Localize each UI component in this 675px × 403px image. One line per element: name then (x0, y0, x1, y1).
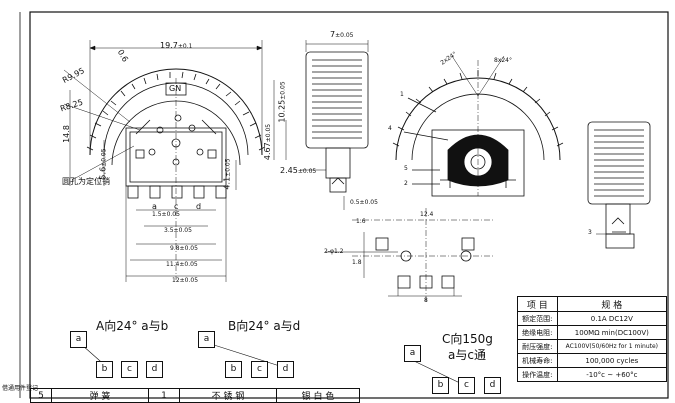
bom-qty: 1 (148, 388, 180, 403)
dim-2-45: 2.45±0.05 (280, 166, 317, 175)
pad-dim-8: 8 (424, 297, 428, 304)
spec-item: 额定范围: (517, 311, 558, 326)
dim-knob-width: 7±0.05 (330, 30, 354, 39)
mode-a-pin-c: c (121, 361, 138, 378)
mode-b-pin-a: a (198, 331, 215, 348)
mode-c-pin-d: d (484, 377, 501, 394)
spec-header-row: 项 目 规 格 (517, 296, 668, 312)
front-view (86, 40, 266, 282)
spec-header-spec: 规 格 (556, 296, 668, 312)
mode-c-pin-c: c (458, 377, 475, 394)
dim-3-5: 3.5±0.05 (164, 227, 192, 234)
mode-b-pin-b: b (225, 361, 242, 378)
dim-12: 12±0.05 (172, 277, 199, 284)
pin-label-c: c (174, 202, 179, 211)
bom-table: 5 弹 簧 1 不 锈 钢 银 白 色 (30, 388, 360, 403)
spec-item: 耐压强度: (517, 339, 558, 354)
mode-a-pin-b: b (96, 361, 113, 378)
pad (375, 237, 389, 251)
spec-value: 100,000 cycles (556, 353, 668, 368)
pcb-footprint (326, 208, 494, 304)
dim-angle-8x24: 8x24° (494, 57, 513, 64)
spec-value: 0.1A DC12V (556, 311, 668, 326)
table-row: 机械寿命: 100,000 cycles (517, 353, 668, 368)
dim-tolerance: ±0.1 (177, 43, 193, 50)
spec-item: 机械寿命: (517, 353, 558, 368)
margin-note: 借通用件登记 (2, 385, 39, 392)
pin-a (149, 185, 161, 199)
pad-dim-hole: 2-φ1.2 (324, 248, 344, 255)
part-num-2: 2 (404, 180, 408, 187)
dim-height-4-1: 4.1±0.05 (222, 158, 232, 190)
spec-item: 绝缘电阻: (517, 325, 558, 340)
bom-part-name: 弹 簧 (51, 388, 149, 403)
mode-a-title: A向24° a与b (96, 319, 169, 333)
mode-b-pin-c: c (251, 361, 268, 378)
pad-dim-1-6a: 1.6 (356, 218, 366, 225)
spec-item: 操作温度: (517, 367, 558, 382)
mode-c-title: C向150g (442, 332, 493, 346)
gn-mark: GN (169, 84, 182, 93)
bom-finish: 银 白 色 (276, 388, 360, 403)
dim-9-8: 9.8±0.05 (170, 245, 198, 252)
dim-height-5-6: 5.6±0.05 (98, 148, 108, 180)
dim-value: 19.7 (160, 41, 178, 50)
hole-note: 圆孔为定位销 (62, 177, 110, 186)
mode-c-subtitle: a与c通 (448, 348, 486, 362)
knob-ribs (312, 59, 362, 139)
pin-label-a: a (152, 202, 157, 211)
bom-material: 不 锈 钢 (179, 388, 277, 403)
assembly-view (392, 55, 564, 197)
mode-b-title: B向24° a与d (228, 319, 301, 333)
part-num-1: 1 (400, 91, 404, 98)
spec-value: AC100V(50/60Hz for 1 minute) (556, 339, 668, 354)
knob-side-view (300, 40, 369, 210)
far-right-knob (587, 121, 651, 249)
front-dimensions (63, 45, 287, 277)
mode-a-pin-d: d (146, 361, 163, 378)
pin-label-d: d (196, 202, 202, 211)
table-row: 额定范围: 0.1A DC12V (517, 311, 668, 326)
table-row: 耐压强度: AC100V(50/60Hz for 1 minute) (517, 339, 668, 354)
part-num-3: 3 (588, 229, 592, 236)
part-num-5: 5 (404, 165, 408, 172)
mode-c-pin-a: a (404, 345, 421, 362)
dim-height-10-25: 10.25±0.05 (277, 81, 287, 123)
dim-11-4: 11.4±0.05 (166, 261, 198, 268)
table-row: 绝缘电阻: 100MΩ min(DC100V) (517, 325, 668, 340)
mode-c-pin-b: b (432, 377, 449, 394)
mode-a-pin-a: a (70, 331, 87, 348)
spec-table: 项 目 规 格 额定范围: 0.1A DC12V 绝缘电阻: 100MΩ min… (517, 296, 668, 382)
dim-width-total: 19.7±0.1 (160, 42, 192, 50)
pad-dim-12-4: 12.4 (420, 211, 434, 218)
mode-b-pin-d: d (277, 361, 294, 378)
spec-value: -10°c ~ +60°c (556, 367, 668, 382)
table-row: 操作温度: -10°c ~ +60°c (517, 367, 668, 382)
part-num-4: 4 (388, 125, 392, 132)
spec-header-item: 项 目 (517, 296, 558, 312)
assembly-wheel-arc (395, 77, 561, 161)
serrated-wheel-arc (89, 68, 263, 156)
dim-0-5: 0.5±0.05 (350, 199, 378, 206)
pin-c (171, 185, 183, 199)
pad-dim-1-8: 1.8 (352, 259, 362, 266)
dim-1-5: 1.5±0.05 (152, 211, 180, 218)
dim-height-14-8: 14.8 (61, 125, 71, 143)
contact-hole (156, 126, 164, 134)
dim-height-4-67: 4.67±0.05 (263, 123, 273, 161)
table-row: 5 弹 簧 1 不 锈 钢 银 白 色 (30, 388, 360, 403)
spec-value: 100MΩ min(DC100V) (556, 325, 668, 340)
pin-d (193, 185, 205, 199)
